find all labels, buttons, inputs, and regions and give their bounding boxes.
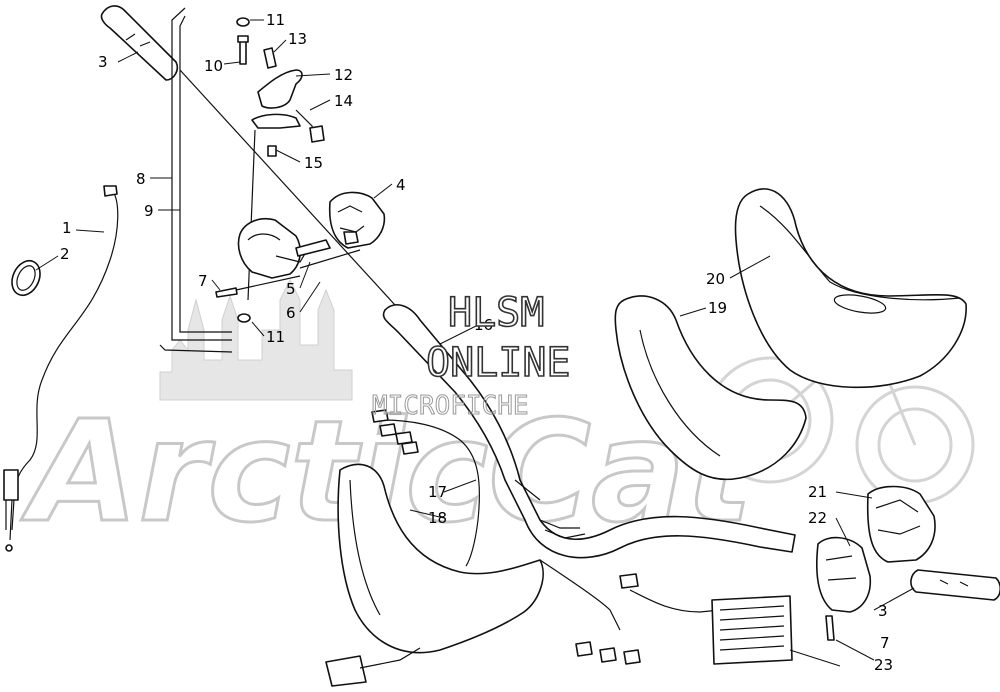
callout-6: 6 <box>286 304 296 322</box>
callout-17: 17 <box>428 483 447 501</box>
pivot-bolt[interactable] <box>237 35 249 65</box>
lock-nut-top[interactable] <box>236 17 250 27</box>
hlsm-watermark-line3: MICROFICHE <box>372 391 529 421</box>
callout-11-top: 11 <box>266 11 285 29</box>
brake-line-rods[interactable] <box>159 7 233 353</box>
right-switch-assembly[interactable] <box>866 485 936 563</box>
throttle-cable[interactable] <box>3 185 119 552</box>
left-hand-guard[interactable] <box>337 463 544 654</box>
callout-13: 13 <box>288 30 307 48</box>
grip-heater-harness[interactable] <box>371 409 480 567</box>
retainer-clip[interactable] <box>263 47 277 69</box>
castle-silhouette-watermark <box>159 278 353 401</box>
callout-22: 22 <box>808 509 827 527</box>
callout-7-left: 7 <box>198 272 208 290</box>
callout-19: 19 <box>708 299 727 317</box>
right-control-housing[interactable] <box>815 536 872 613</box>
callout-2: 2 <box>60 245 70 263</box>
left-grip[interactable] <box>100 5 179 81</box>
handlebar-switch[interactable] <box>328 191 386 249</box>
callout-12: 12 <box>334 66 353 84</box>
callout-14: 14 <box>334 92 353 110</box>
callout-18: 18 <box>428 509 447 527</box>
housing-screw-right[interactable] <box>825 615 835 641</box>
callout-3-right: 3 <box>878 602 888 620</box>
heater-element[interactable] <box>711 595 793 665</box>
lock-nut-bottom[interactable] <box>237 313 251 323</box>
callout-21: 21 <box>808 483 827 501</box>
hlsm-watermark: HLSM ONLINE MICROFICHE <box>372 289 572 421</box>
left-control-housing[interactable] <box>237 218 331 279</box>
right-hand-guard-liner[interactable] <box>614 295 807 481</box>
callout-7-right: 7 <box>880 634 890 652</box>
callout-3-left: 3 <box>98 53 108 71</box>
harness-connectors[interactable] <box>325 559 721 687</box>
callout-23: 23 <box>874 656 893 674</box>
pivot-axis-line <box>247 129 256 301</box>
callout-numbers: 3 11 13 10 12 14 15 8 9 4 1 2 7 5 6 11 1… <box>60 11 893 674</box>
callout-4: 4 <box>396 176 406 194</box>
brake-lever[interactable] <box>251 69 325 143</box>
callout-9: 9 <box>144 202 154 220</box>
right-grip[interactable] <box>910 569 1000 601</box>
cable-clamp[interactable] <box>7 256 46 300</box>
housing-screw-left[interactable] <box>215 275 301 298</box>
hlsm-watermark-line2: ONLINE <box>426 340 571 386</box>
callout-20: 20 <box>706 270 725 288</box>
callout-1: 1 <box>62 219 72 237</box>
callout-11-bottom: 11 <box>266 328 285 346</box>
hlsm-watermark-line1: HLSM <box>448 290 544 336</box>
callout-8: 8 <box>136 170 146 188</box>
callout-10: 10 <box>204 57 223 75</box>
callout-16: 16 <box>474 316 493 334</box>
switch-terminal[interactable] <box>267 145 277 157</box>
leader-lines <box>35 19 915 667</box>
callout-15: 15 <box>304 154 323 172</box>
switch-mount-line <box>299 249 361 269</box>
callout-5: 5 <box>286 280 296 298</box>
handlebar-tube[interactable] <box>179 69 796 559</box>
right-hand-guard[interactable] <box>734 188 967 389</box>
